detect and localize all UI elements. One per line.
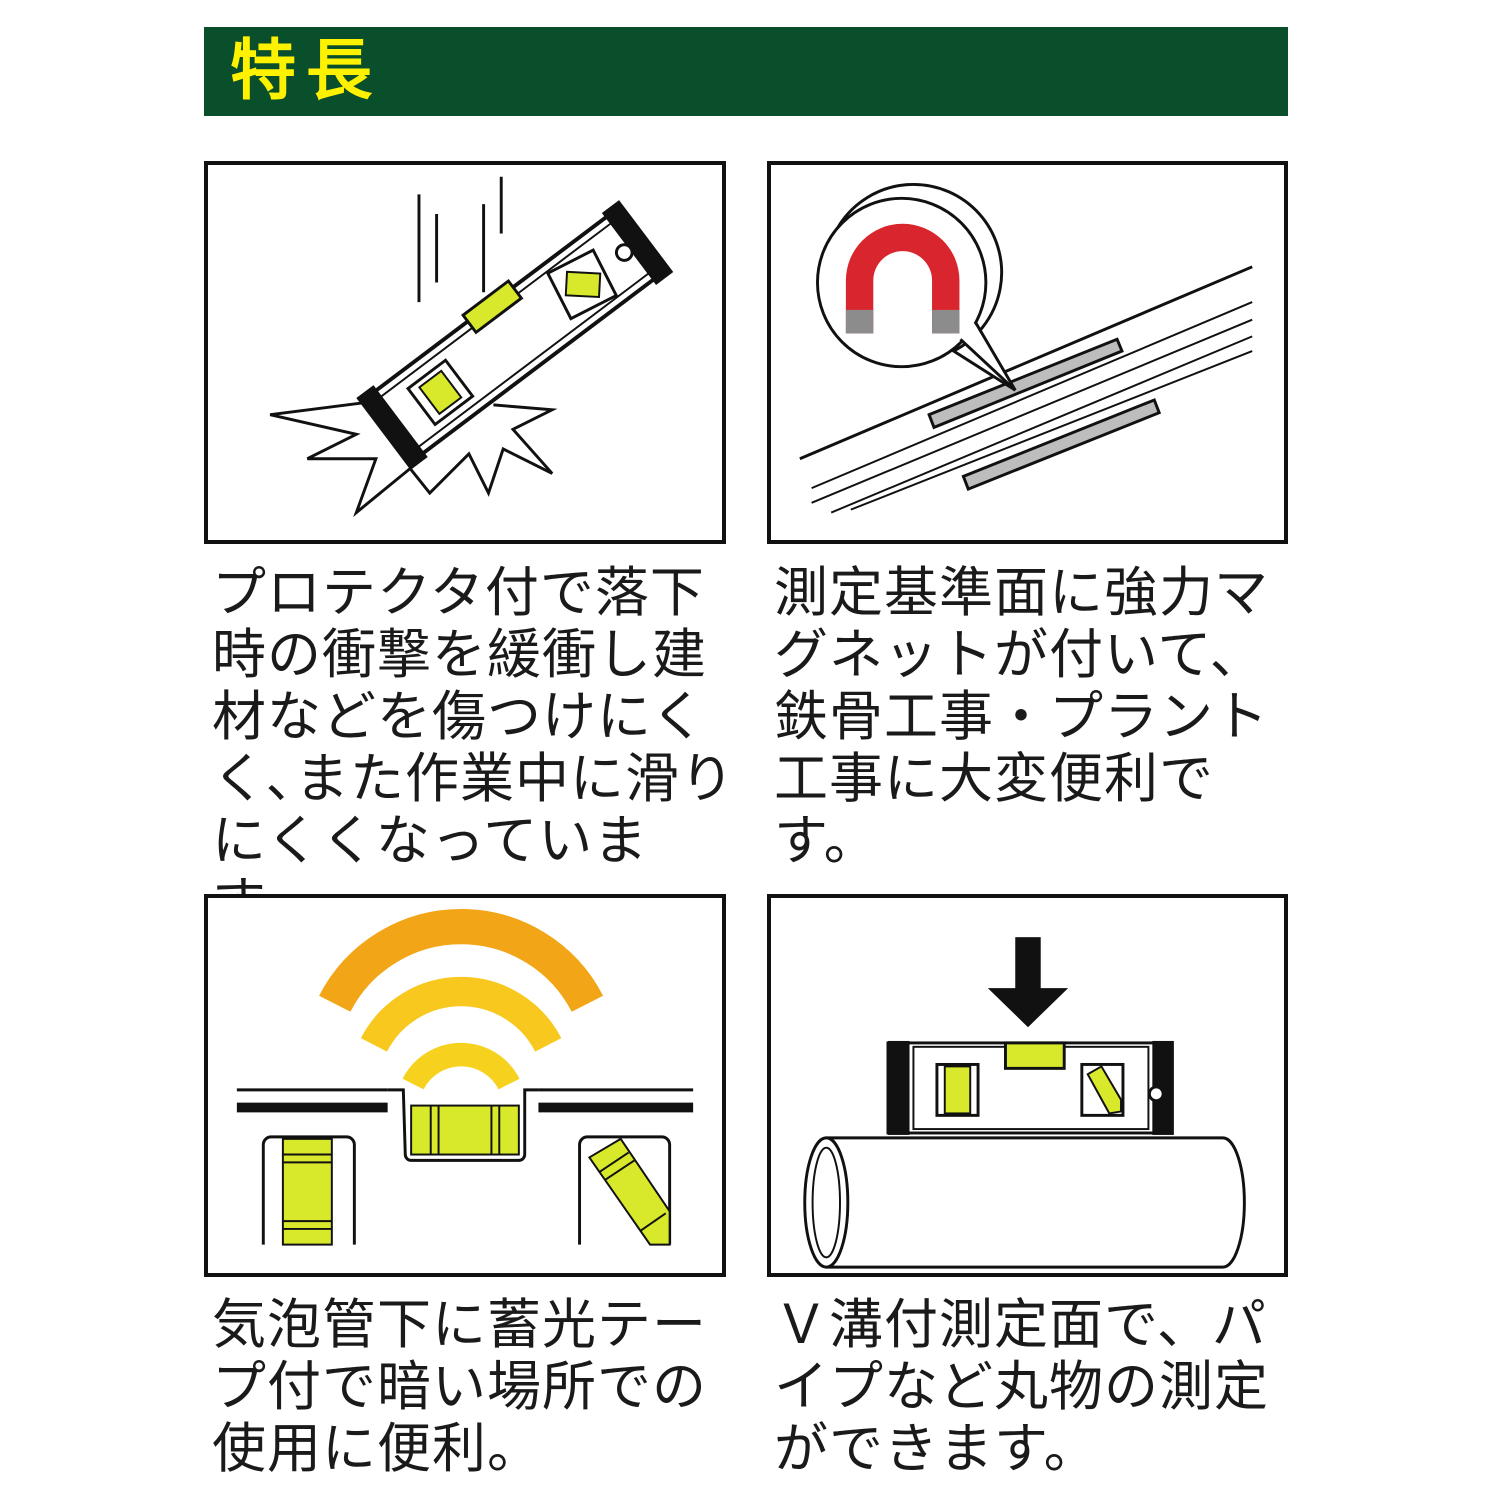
- horseshoe-magnet-icon: [845, 223, 960, 334]
- caption-v-groove: Ｖ溝付測定面で、パ イプなど丸物の測定 ができます。: [774, 1293, 1269, 1480]
- section-title: 特長: [230, 32, 382, 109]
- illustration-v-groove: [767, 894, 1288, 1277]
- down-arrow-icon: [987, 988, 1069, 1028]
- falling-level-illustration: [269, 176, 674, 518]
- caption-drop-protector: プロテクタ付で落下 時の衝撃を緩衝し建 材などを傷つけにく く､また作業中に滑り…: [212, 561, 735, 934]
- luminous-tape-illustration: [236, 908, 694, 1246]
- magnet-illustration: [799, 182, 1253, 514]
- caption-magnet: 測定基準面に強力マ グネットが付いて、 鉄骨工事・プラント 工事に大変便利です。: [774, 561, 1269, 872]
- illustration-luminous-tape: [204, 894, 726, 1277]
- illustration-drop-protector: [204, 161, 726, 544]
- v-groove-illustration: [803, 937, 1246, 1269]
- illustration-magnet: [767, 161, 1288, 544]
- caption-luminous-tape: 気泡管下に蓄光テー プ付で暗い場所での 使用に便利。: [212, 1293, 707, 1480]
- section-header: 特長: [204, 27, 1288, 116]
